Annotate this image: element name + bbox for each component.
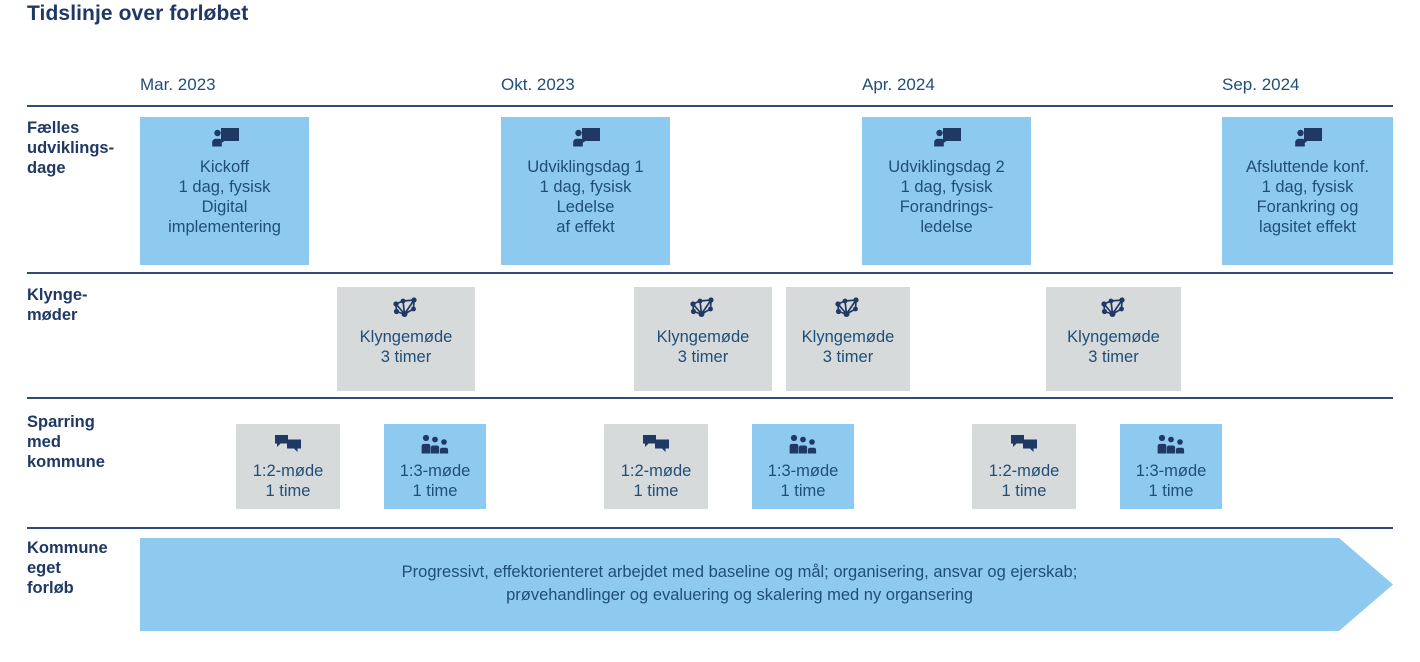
speech-bubbles-icon (274, 434, 302, 455)
card-text: 1:3-møde 1 time (1135, 462, 1207, 501)
card-text: 1:2-møde 1 time (252, 462, 324, 501)
card-text: Klyngemøde 3 timer (359, 328, 453, 367)
card-text: Afsluttende konf. 1 dag, fysisk Forankri… (1246, 158, 1369, 237)
card-text: Udviklingsdag 1 1 dag, fysisk Ledelse af… (527, 158, 644, 237)
card-sparring-1-2-mode-1[interactable]: 1:2-møde 1 time (236, 424, 340, 509)
presenter-whiteboard-icon (210, 127, 240, 151)
divider-top (27, 105, 1393, 107)
presenter-whiteboard-icon (571, 127, 601, 151)
card-text: Udviklingsdag 2 1 dag, fysisk Forandring… (888, 158, 1005, 237)
card-sparring-1-2-mode-2[interactable]: 1:2-møde 1 time (604, 424, 708, 509)
card-klyngemoede-3[interactable]: Klyngemøde 3 timer (786, 287, 910, 391)
card-sparring-1-3-mode-3[interactable]: 1:3-møde 1 time (1120, 424, 1222, 509)
card-klyngemoede-4[interactable]: Klyngemøde 3 timer (1046, 287, 1181, 391)
three-people-icon (1156, 434, 1186, 455)
card-text: 1:3-møde 1 time (399, 462, 471, 501)
network-nodes-icon (1100, 297, 1128, 321)
card-text: 1:3-møde 1 time (767, 462, 839, 501)
divider-row-3 (27, 527, 1393, 529)
row-label-klyngemoeder: Klynge- møder (27, 286, 88, 325)
card-kickoff[interactable]: Kickoff 1 dag, fysisk Digital implemente… (140, 117, 309, 265)
card-udviklingsdag-2[interactable]: Udviklingsdag 2 1 dag, fysisk Forandring… (862, 117, 1031, 265)
card-klyngemoede-2[interactable]: Klyngemøde 3 timer (634, 287, 772, 391)
row-label-sparring-med-kommune: Sparring med kommune (27, 413, 105, 472)
card-sparring-1-2-mode-3[interactable]: 1:2-møde 1 time (972, 424, 1076, 509)
network-nodes-icon (392, 297, 420, 321)
date-label-4: Sep. 2024 (1222, 75, 1300, 94)
network-nodes-icon (834, 297, 862, 321)
date-label-2: Okt. 2023 (501, 75, 575, 94)
presenter-whiteboard-icon (1293, 127, 1323, 151)
divider-row-1 (27, 272, 1393, 274)
row-label-faelles-udviklingsdage: Fælles udviklings- dage (27, 119, 115, 178)
row-label-kommune-eget-forloeb: Kommune eget forløb (27, 539, 108, 598)
card-sparring-1-3-mode-2[interactable]: 1:3-møde 1 time (752, 424, 854, 509)
network-nodes-icon (689, 297, 717, 321)
card-text: 1:2-møde 1 time (620, 462, 692, 501)
card-klyngemoede-1[interactable]: Klyngemøde 3 timer (337, 287, 475, 391)
three-people-icon (788, 434, 818, 455)
speech-bubbles-icon (1010, 434, 1038, 455)
speech-bubbles-icon (642, 434, 670, 455)
card-sparring-1-3-mode-1[interactable]: 1:3-møde 1 time (384, 424, 486, 509)
card-text: Klyngemøde 3 timer (656, 328, 750, 367)
card-text: Kickoff 1 dag, fysisk Digital implemente… (168, 158, 281, 237)
date-label-3: Apr. 2024 (862, 75, 935, 94)
date-label-1: Mar. 2023 (140, 75, 216, 94)
three-people-icon (420, 434, 450, 455)
card-text: Klyngemøde 3 timer (801, 328, 895, 367)
arrow-text: Progressivt, effektorienteret arbejdet m… (401, 562, 1078, 605)
divider-row-2 (27, 397, 1393, 399)
presenter-whiteboard-icon (932, 127, 962, 151)
arrow-shape (140, 538, 1393, 631)
card-text: 1:2-møde 1 time (988, 462, 1060, 501)
kommune-eget-forloeb-arrow[interactable]: Progressivt, effektorienteret arbejdet m… (140, 538, 1393, 631)
card-text: Klyngemøde 3 timer (1067, 328, 1160, 367)
page-title: Tidslinje over forløbet (27, 2, 249, 25)
card-udviklingsdag-1[interactable]: Udviklingsdag 1 1 dag, fysisk Ledelse af… (501, 117, 670, 265)
card-afsluttende-konference[interactable]: Afsluttende konf. 1 dag, fysisk Forankri… (1222, 117, 1393, 265)
